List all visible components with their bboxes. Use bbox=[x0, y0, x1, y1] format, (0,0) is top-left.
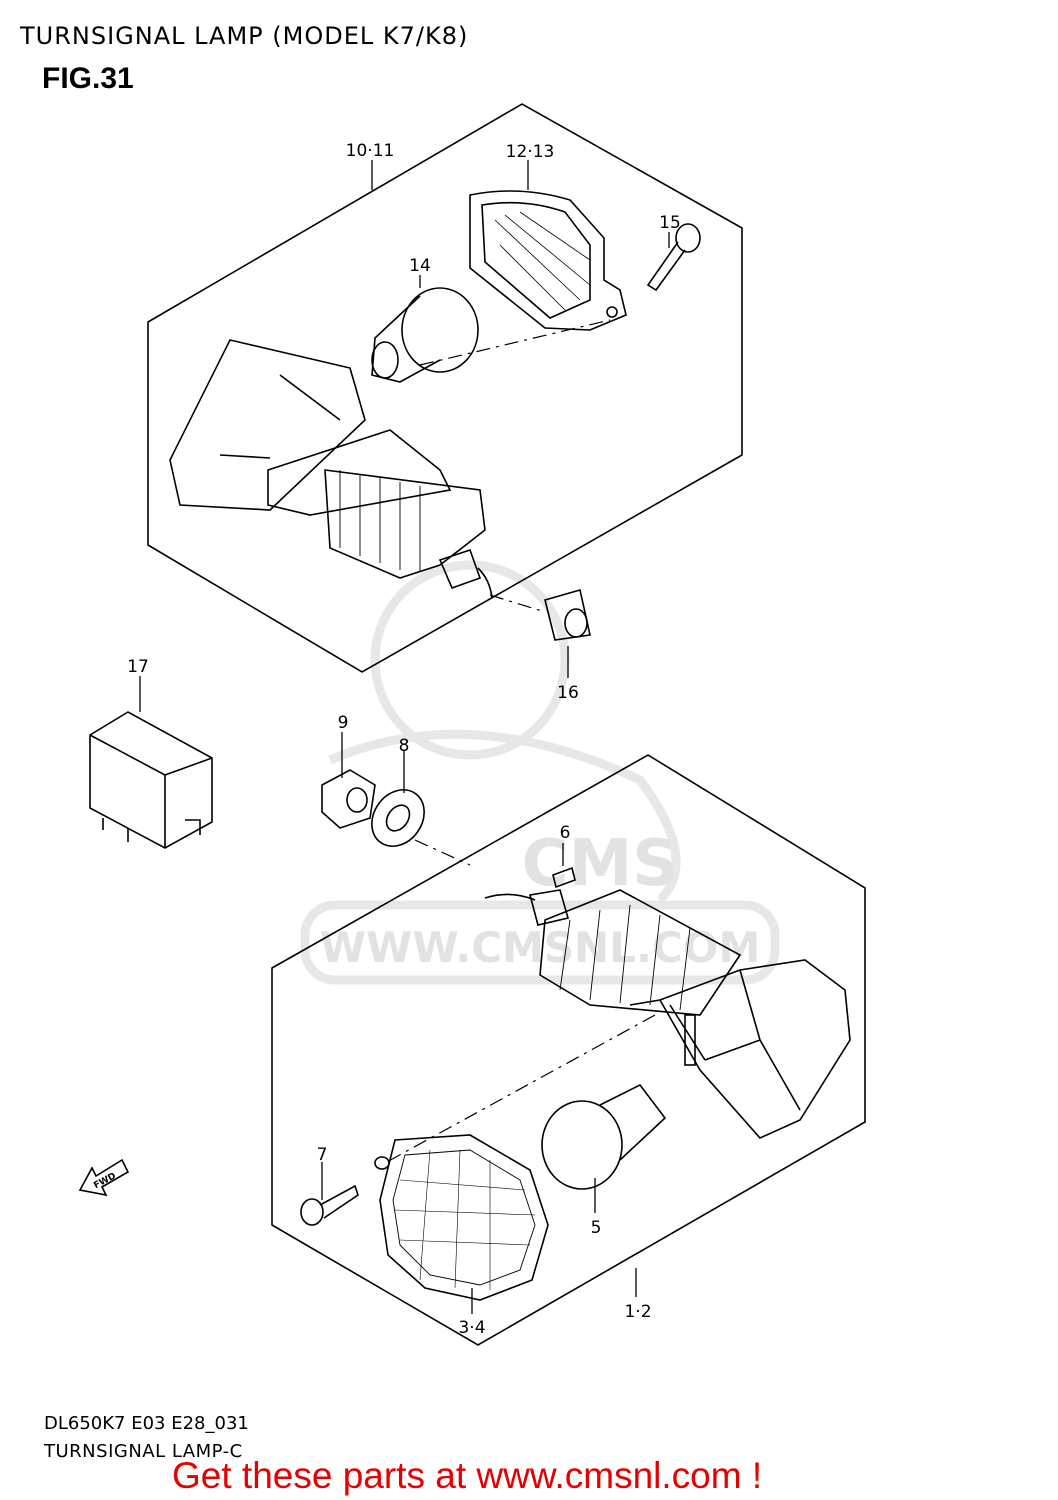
callout-labels: 10·11 12·13 15 14 17 16 9 8 6 7 5 3·4 1·… bbox=[127, 141, 681, 1338]
callout-5: 5 bbox=[591, 1218, 602, 1238]
bulb-part-14 bbox=[371, 287, 479, 383]
center-lines bbox=[384, 319, 656, 1164]
lens-part-12-13 bbox=[469, 190, 627, 331]
callout-6: 6 bbox=[560, 823, 571, 843]
screw-part-15 bbox=[646, 223, 701, 292]
diagram-caption: TURNSIGNAL LAMP-C bbox=[44, 1441, 243, 1462]
watermark-banner bbox=[300, 900, 780, 985]
callout-9: 9 bbox=[338, 713, 349, 733]
diagram-code: DL650K7 E03 E28_031 bbox=[44, 1413, 249, 1434]
forward-arrow-icon: FWD bbox=[78, 1158, 130, 1197]
housing-part-1-2 bbox=[484, 889, 851, 1139]
callout-14: 14 bbox=[409, 256, 431, 276]
callout-8: 8 bbox=[399, 736, 410, 756]
watermark-face bbox=[370, 560, 570, 760]
lens-part-3-4 bbox=[374, 1134, 549, 1301]
callout-7: 7 bbox=[317, 1145, 328, 1165]
bulb-part-5 bbox=[541, 1083, 667, 1190]
callout-16: 16 bbox=[557, 683, 579, 703]
grommet-part-16 bbox=[544, 588, 591, 641]
watermark bbox=[300, 560, 780, 985]
callout-10-11: 10·11 bbox=[346, 141, 395, 161]
page-title: TURNSIGNAL LAMP (MODEL K7/K8) bbox=[20, 22, 469, 50]
relay-part-17 bbox=[89, 711, 213, 849]
upper-group-box bbox=[147, 103, 743, 673]
figure-number: FIG.31 bbox=[42, 62, 134, 95]
watermark-arm bbox=[328, 729, 681, 904]
callout-3-4: 3·4 bbox=[458, 1318, 485, 1338]
housing-part-10-11 bbox=[169, 339, 493, 599]
callout-17: 17 bbox=[127, 657, 149, 677]
washer-part-8 bbox=[371, 789, 425, 847]
screw-part-7 bbox=[300, 1184, 359, 1226]
leader-lines bbox=[139, 160, 670, 1314]
nut-part-9 bbox=[321, 769, 376, 829]
callout-12-13: 12·13 bbox=[506, 142, 555, 162]
watermark-url: WWW.CMSNL.COM bbox=[320, 923, 761, 972]
watermark-logo-text: CMS bbox=[522, 827, 679, 901]
promo-link[interactable]: Get these parts at www.cmsnl.com ! bbox=[172, 1455, 763, 1496]
pin-part-6 bbox=[552, 866, 576, 889]
callout-15: 15 bbox=[659, 213, 681, 233]
callout-1-2: 1·2 bbox=[624, 1302, 651, 1322]
lower-group-box bbox=[271, 754, 866, 1346]
